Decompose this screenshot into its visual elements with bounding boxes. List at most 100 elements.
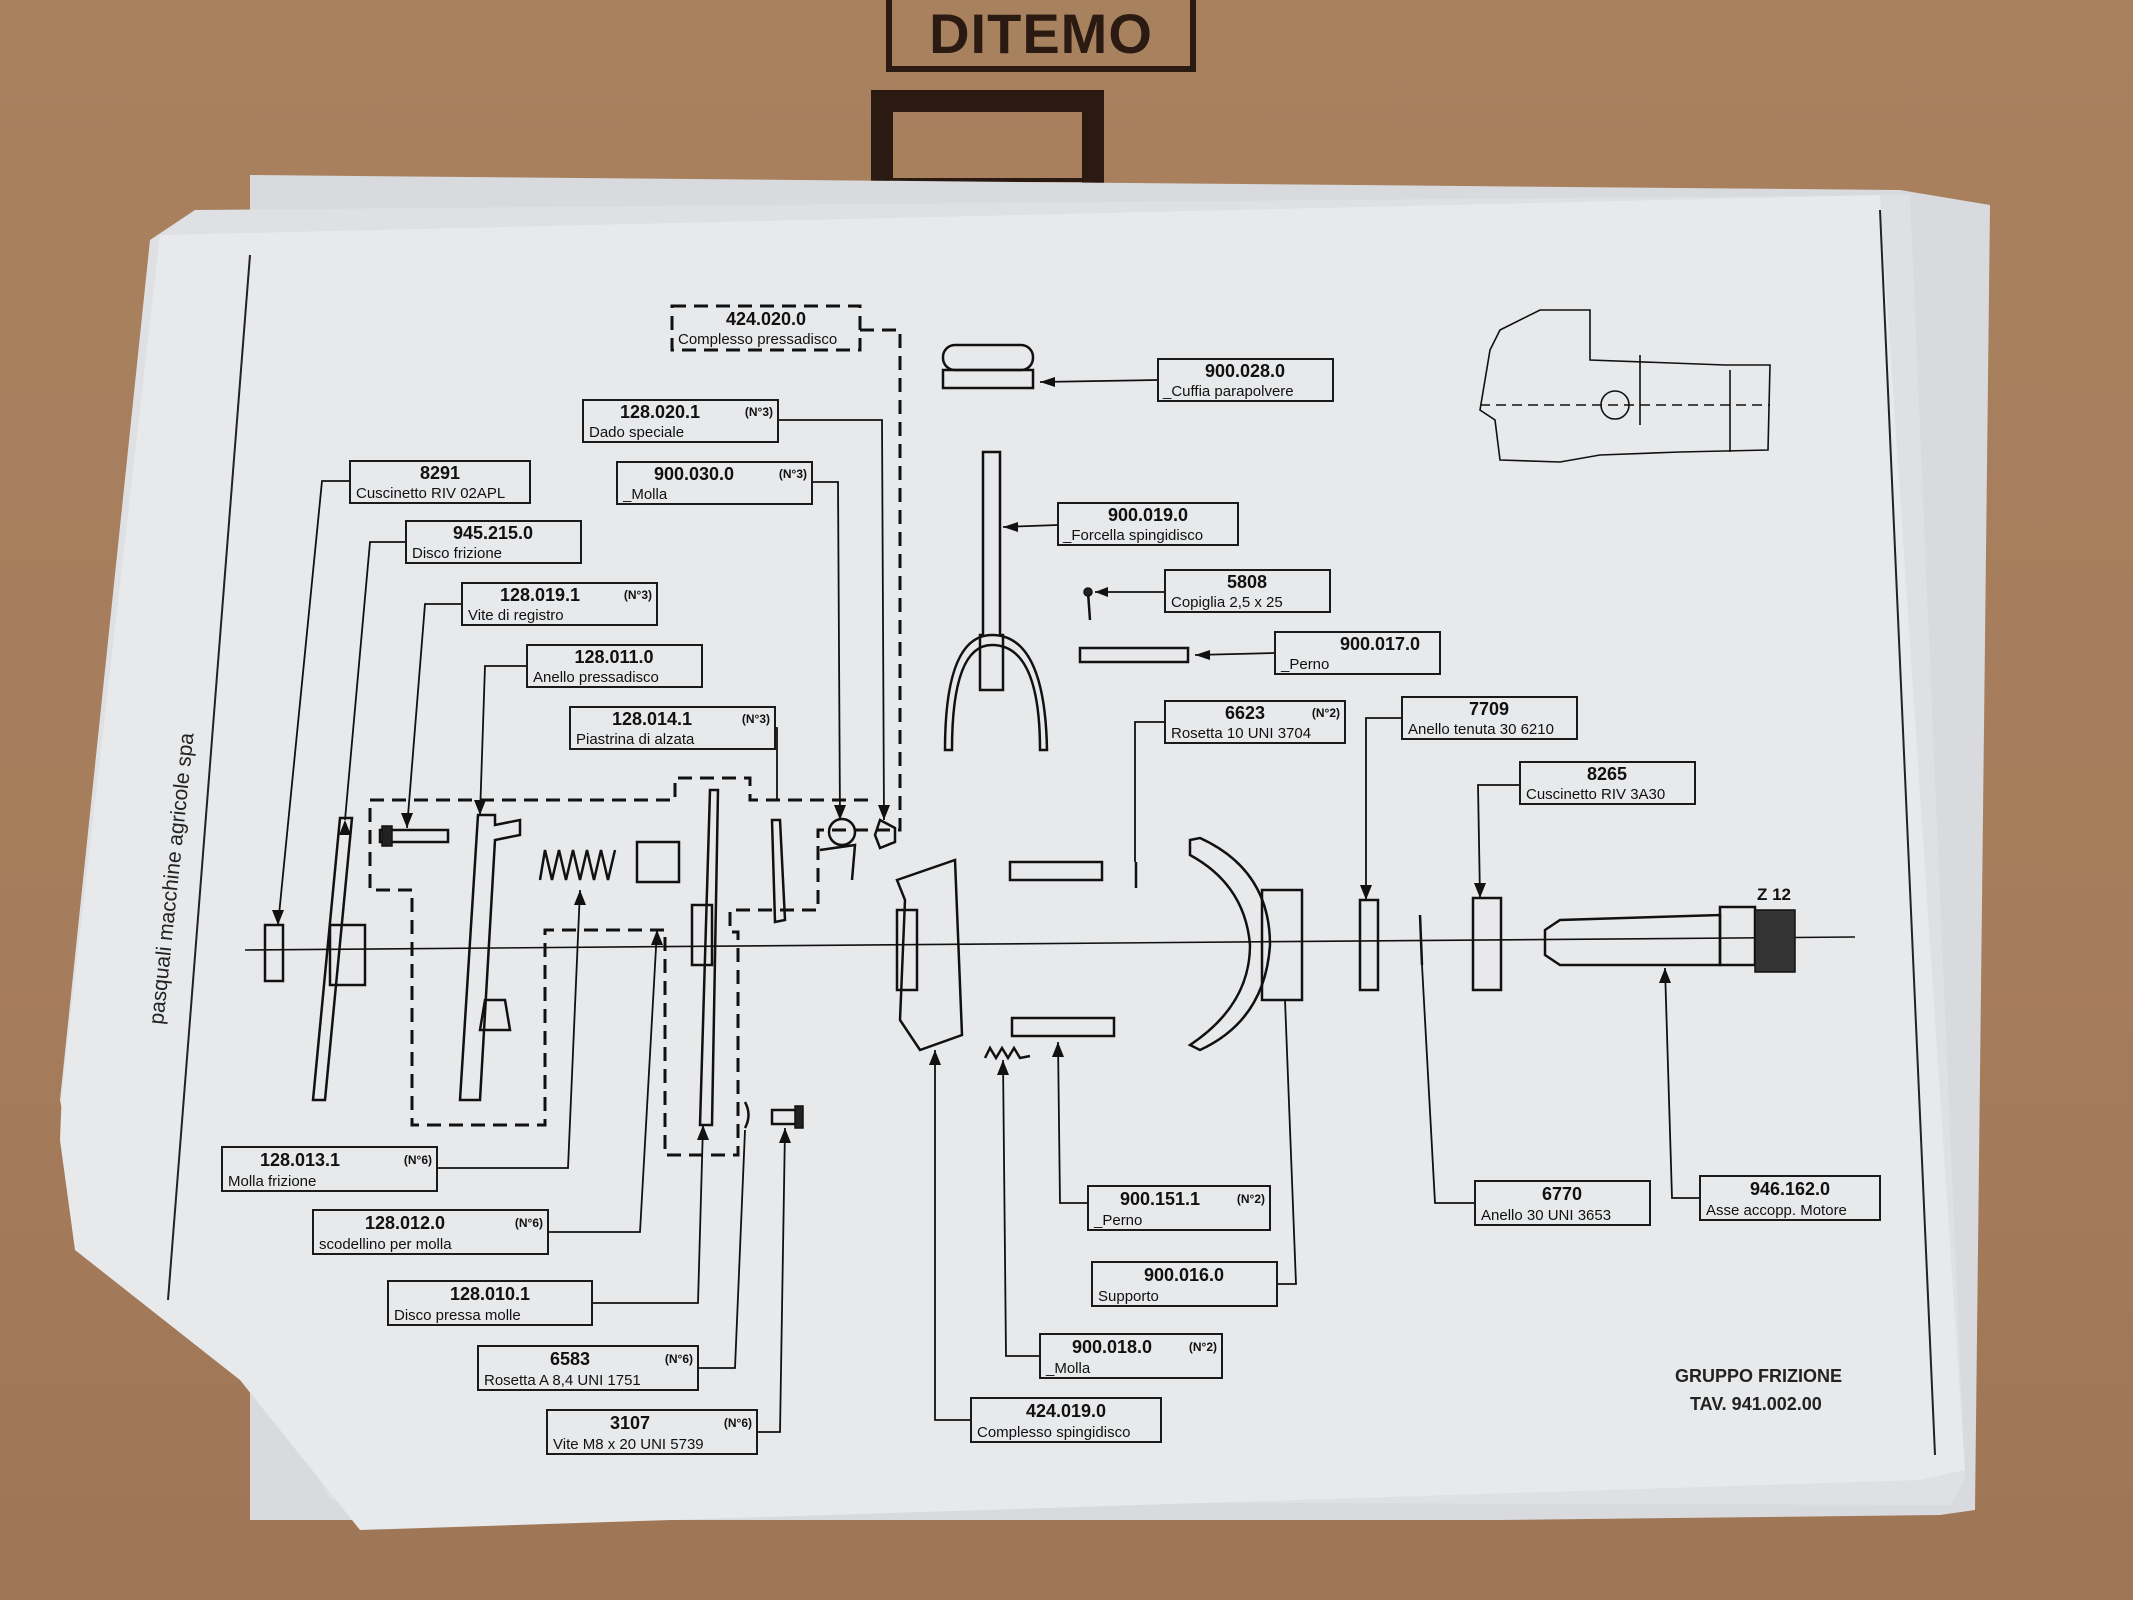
part-code: 945.215.0 xyxy=(453,523,533,543)
spring-cup-drawing xyxy=(635,840,681,884)
part-code: 900.016.0 xyxy=(1144,1265,1224,1285)
part-desc: Molla frizione xyxy=(228,1173,316,1190)
part-code: 7709 xyxy=(1469,699,1509,719)
part-code: 946.162.0 xyxy=(1750,1179,1830,1199)
part-desc: Dado speciale xyxy=(589,424,684,441)
clutch-spring-drawing xyxy=(538,849,617,881)
dust-boot-drawing xyxy=(941,343,1035,390)
label-6583: 6583 (N°6) Rosetta A 8,4 UNI 1751 xyxy=(477,1345,699,1391)
part-code: 424.020.0 xyxy=(726,309,806,329)
part-desc: Disco pressa molle xyxy=(394,1307,521,1324)
pin-900017-drawing xyxy=(1078,646,1190,664)
part-code: 128.011.0 xyxy=(574,647,653,667)
part-desc: _Molla xyxy=(1045,1360,1091,1377)
adjusting-screw-drawing xyxy=(378,825,450,847)
part-qty: (N°3) xyxy=(742,712,770,726)
label-128-014-1: 128.014.1 (N°3) Piastrina di alzata xyxy=(569,706,776,750)
part-code: 8265 xyxy=(1587,764,1627,784)
part-desc: Anello 30 UNI 3653 xyxy=(1481,1207,1611,1224)
part-code: 6583 xyxy=(550,1349,590,1369)
part-desc: Anello pressadisco xyxy=(533,669,659,686)
special-nut-drawing xyxy=(873,818,897,850)
label-945-215-0: 945.215.0 Disco frizione xyxy=(405,520,582,564)
label-8265: 8265 Cuscinetto RIV 3A30 xyxy=(1519,761,1696,805)
part-desc: _Cuffia parapolvere xyxy=(1162,383,1294,400)
part-qty: (N°3) xyxy=(745,405,773,419)
part-desc: _Forcella spingidisco xyxy=(1062,527,1203,544)
label-5808: 5808 Copiglia 2,5 x 25 xyxy=(1164,569,1331,613)
part-qty: (N°6) xyxy=(404,1153,432,1167)
part-qty: (N°3) xyxy=(624,588,652,602)
release-assembly-drawing xyxy=(895,858,1116,1052)
part-code: 128.019.1 xyxy=(500,585,580,605)
part-desc: _Perno xyxy=(1280,656,1329,673)
label-900-028-0: 900.028.0 _Cuffia parapolvere xyxy=(1157,358,1334,402)
part-qty: (N°2) xyxy=(1312,706,1340,720)
sheet-border-right xyxy=(1879,209,1936,1456)
support-900016-drawing xyxy=(1187,836,1304,1052)
center-axis xyxy=(244,936,1856,951)
small-spring-drawing xyxy=(819,817,857,881)
label-7709: 7709 Anello tenuta 30 6210 xyxy=(1401,696,1578,740)
part-code: 128.020.1 xyxy=(620,402,700,422)
label-128-012-0: 128.012.0 (N°6) scodellino per molla xyxy=(312,1209,549,1255)
part-desc: Complesso pressadisco xyxy=(678,331,837,348)
sheet-title: GRUPPO FRIZIONE xyxy=(1675,1366,1842,1386)
part-code: 900.028.0 xyxy=(1205,361,1285,381)
part-code: 128.012.0 xyxy=(365,1213,445,1233)
part-desc: Supporto xyxy=(1098,1288,1159,1305)
part-desc: Complesso spingidisco xyxy=(977,1424,1130,1441)
pressure-ring-drawing xyxy=(458,813,522,1102)
part-code: 6770 xyxy=(1542,1184,1582,1204)
screw-m8-drawing xyxy=(770,1105,804,1129)
part-desc: Vite M8 x 20 UNI 5739 xyxy=(553,1436,704,1453)
part-desc: scodellino per molla xyxy=(319,1236,452,1253)
label-946-162-0: 946.162.0 Asse accopp. Motore xyxy=(1699,1175,1881,1221)
lift-plate-drawing xyxy=(770,818,787,924)
lockwasher-drawing xyxy=(743,1101,750,1129)
gear-marking: Z 12 xyxy=(1757,885,1791,904)
coupling-shaft-drawing: Z 12 xyxy=(1543,885,1796,973)
part-desc: Disco frizione xyxy=(412,545,502,562)
part-qty: (N°2) xyxy=(1189,1340,1217,1354)
part-code: 128.014.1 xyxy=(612,709,692,729)
part-desc: Cuscinetto RIV 02APL xyxy=(356,485,505,502)
part-desc: Copiglia 2,5 x 25 xyxy=(1171,594,1283,611)
part-code: 128.013.1 xyxy=(260,1150,340,1170)
label-900-151-1: 900.151.1 (N°2) _Perno xyxy=(1087,1185,1271,1231)
part-desc: _Perno xyxy=(1093,1212,1142,1229)
part-code: 8291 xyxy=(420,463,460,483)
part-qty: (N°2) xyxy=(1237,1192,1265,1206)
label-900-018-0: 900.018.0 (N°2) _Molla xyxy=(1039,1333,1223,1379)
part-code: 900.017.0 xyxy=(1340,634,1420,654)
cotter-pin-drawing xyxy=(1083,587,1093,621)
snap-ring-drawing xyxy=(1418,914,1424,966)
pressure-plate-label-frame xyxy=(670,304,862,352)
part-code: 900.019.0 xyxy=(1108,505,1188,525)
box-stamp: DITEMO xyxy=(886,0,1196,72)
part-qty: (N°6) xyxy=(724,1416,752,1430)
part-desc: Rosetta 10 UNI 3704 xyxy=(1171,725,1311,742)
bearing-8265-drawing xyxy=(1471,896,1503,992)
label-128-013-1: 128.013.1 (N°6) Molla frizione xyxy=(221,1146,438,1192)
part-code: 128.010.1 xyxy=(450,1284,530,1304)
label-6770: 6770 Anello 30 UNI 3653 xyxy=(1474,1180,1651,1226)
spring-pressing-disc-drawing xyxy=(690,788,720,1127)
part-code: 3107 xyxy=(610,1413,650,1433)
part-code: 900.151.1 xyxy=(1120,1189,1200,1209)
part-code: 5808 xyxy=(1227,572,1267,592)
label-128-020-1: 128.020.1 (N°3) Dado speciale xyxy=(582,399,779,443)
label-3107: 3107 (N°6) Vite M8 x 20 UNI 5739 xyxy=(546,1409,758,1455)
box-print-mark xyxy=(871,90,1104,190)
leader-arrowheads xyxy=(272,377,1671,1143)
label-900-019-0: 900.019.0 _Forcella spingidisco xyxy=(1057,502,1239,546)
label-128-011-0: 128.011.0 Anello pressadisco xyxy=(526,644,703,688)
part-code: 900.018.0 xyxy=(1072,1337,1152,1357)
stamp-text: DITEMO xyxy=(929,1,1153,65)
label-900-017-0: 900.017.0 _Perno xyxy=(1274,631,1441,675)
label-900-030-0: 900.030.0 (N°3) _Molla xyxy=(616,461,813,505)
part-desc: Anello tenuta 30 6210 xyxy=(1408,721,1554,738)
label-6623: 6623 (N°2) Rosetta 10 UNI 3704 xyxy=(1164,700,1346,744)
table-reference: TAV. 941.002.00 xyxy=(1690,1394,1822,1414)
